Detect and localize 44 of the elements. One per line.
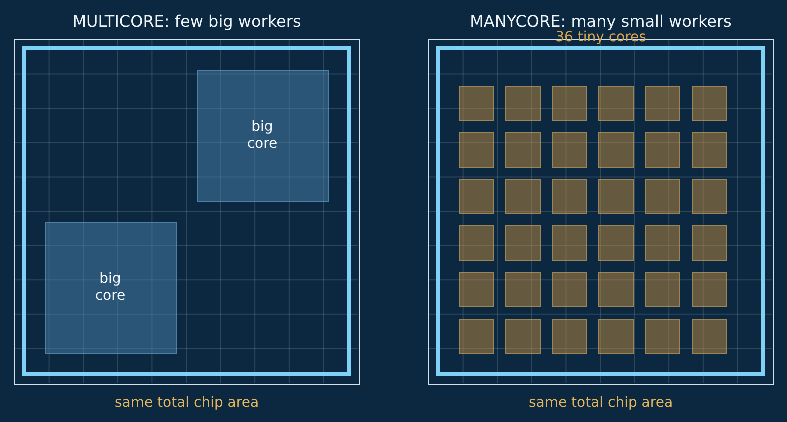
core-tile <box>598 86 634 121</box>
core-tile <box>644 272 680 308</box>
core-label: big core <box>246 118 279 152</box>
core-tile <box>458 225 494 261</box>
core-block <box>44 222 176 354</box>
core-tile <box>598 132 634 168</box>
core-tile <box>644 86 680 121</box>
core-tile <box>552 86 588 121</box>
panel-title: MANYCORE: many small workers <box>470 12 732 31</box>
panel-title: MULTICORE: few big workers <box>72 12 302 31</box>
core-tile <box>458 86 494 121</box>
core-tile <box>692 318 727 354</box>
panel-caption: same total chip area <box>528 395 674 412</box>
core-tile <box>552 132 588 168</box>
core-tile <box>505 272 541 308</box>
core-tile <box>692 272 727 308</box>
core-tile <box>552 225 588 261</box>
core-tile <box>692 178 727 214</box>
core-tile <box>598 318 634 354</box>
core-tile <box>644 225 680 261</box>
core-tile <box>552 318 588 354</box>
core-tile <box>552 272 588 308</box>
core-tile <box>505 225 541 261</box>
core-tile <box>458 132 494 168</box>
core-tile <box>552 178 588 214</box>
core-tile <box>692 225 727 261</box>
core-tile <box>458 318 494 354</box>
core-tile <box>458 272 494 308</box>
core-tile <box>505 318 541 354</box>
core-tile <box>458 178 494 214</box>
core-tile <box>598 178 634 214</box>
core-label: big core <box>94 270 127 304</box>
core-tile <box>505 86 541 121</box>
core-tile <box>692 86 727 121</box>
core-tile <box>505 178 541 214</box>
core-tile <box>598 225 634 261</box>
core-tile <box>692 132 727 168</box>
core-tile <box>644 318 680 354</box>
core-tile <box>505 132 541 168</box>
core-tile <box>644 178 680 214</box>
panel-caption: same total chip area <box>114 395 260 412</box>
core-block <box>196 70 328 202</box>
core-tile <box>598 272 634 308</box>
core-tile <box>644 132 680 168</box>
